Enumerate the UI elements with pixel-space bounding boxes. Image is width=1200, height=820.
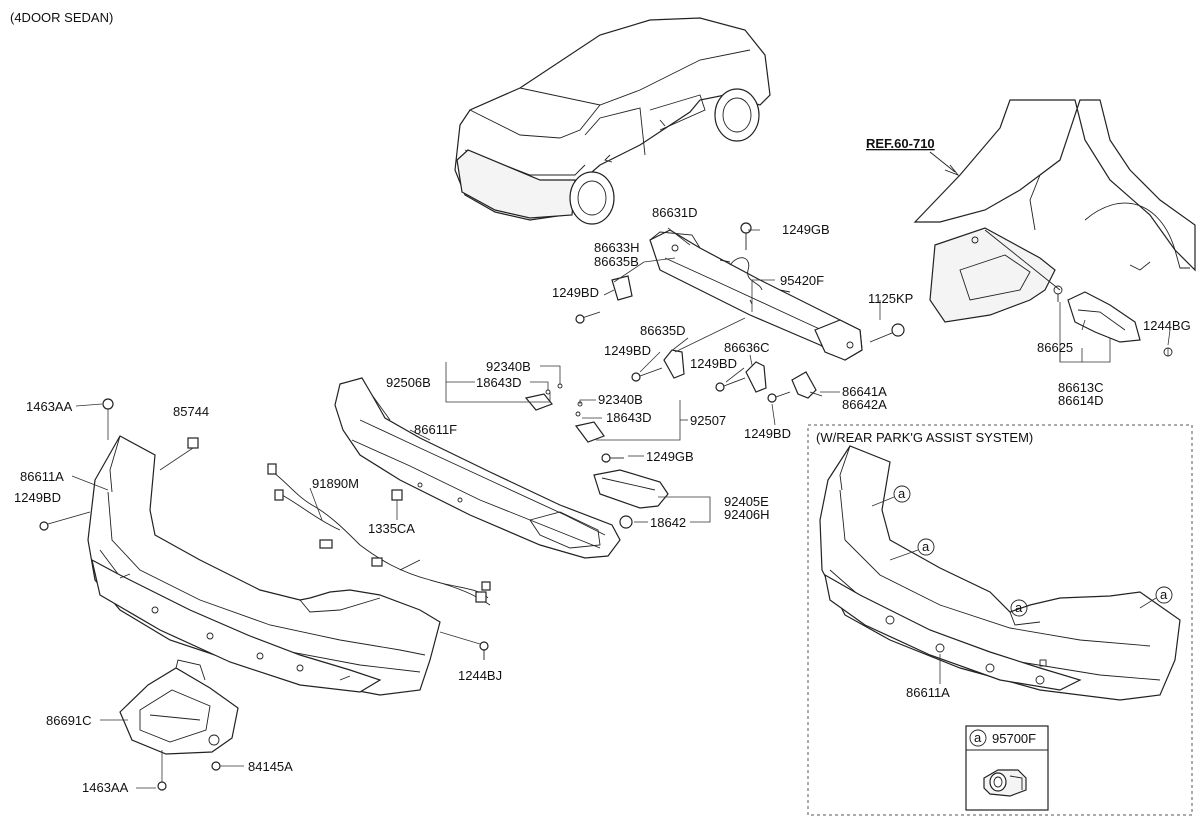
bracket-86625[interactable] xyxy=(1053,285,1141,343)
variant-title: (4DOOR SEDAN) xyxy=(10,10,113,25)
clip-86635D[interactable] xyxy=(663,349,685,379)
quarter-panel-reference: REF.60-710 xyxy=(866,99,1196,323)
bracket-86641A[interactable] xyxy=(791,371,823,399)
sensor-box[interactable]: a 95700F xyxy=(965,725,1049,811)
label-86635D[interactable]: 86635D xyxy=(640,323,686,338)
screw-1249BD-d[interactable] xyxy=(767,391,791,403)
label-92340B-b[interactable]: 92340B xyxy=(598,392,643,407)
marker-a-3: a xyxy=(1010,599,1028,617)
label-1244BG[interactable]: 1244BG xyxy=(1143,318,1191,333)
clip-86636C[interactable] xyxy=(745,361,767,393)
label-1249BD-a[interactable]: 1249BD xyxy=(552,285,599,300)
label-86642A[interactable]: 86642A xyxy=(842,397,887,412)
label-92405E[interactable]: 92405E xyxy=(724,494,769,509)
marker-a-4: a xyxy=(1139,586,1173,609)
label-86633H[interactable]: 86633H xyxy=(594,240,640,255)
wire-95420F[interactable] xyxy=(729,257,763,291)
sensor-part-label[interactable]: 95700F xyxy=(992,731,1036,746)
label-85744[interactable]: 85744 xyxy=(173,404,209,419)
label-86613C[interactable]: 86613C xyxy=(1058,380,1104,395)
back-beam-assembly[interactable] xyxy=(649,229,863,361)
under-cover-86691C[interactable] xyxy=(119,659,239,755)
label-1249GB-mid[interactable]: 1249GB xyxy=(646,449,694,464)
marker-a-1: a xyxy=(871,485,911,507)
inset-title: (W/REAR PARK'G ASSIST SYSTEM) xyxy=(816,430,1033,445)
svg-text:a: a xyxy=(898,486,906,501)
license-lamp-92507[interactable] xyxy=(574,401,605,443)
clip-84145A[interactable] xyxy=(211,761,244,771)
clip-1463AA-bottom[interactable] xyxy=(157,750,167,791)
label-1463AA-bottom[interactable]: 1463AA xyxy=(82,780,129,795)
clip-1463AA-top[interactable] xyxy=(102,398,114,440)
screw-1244BJ[interactable] xyxy=(479,641,489,660)
svg-text:a: a xyxy=(1160,587,1168,602)
label-86636C[interactable]: 86636C xyxy=(724,340,770,355)
label-1249GB-top[interactable]: 1249GB xyxy=(782,222,830,237)
label-86641A[interactable]: 86641A xyxy=(842,384,887,399)
label-18643D-b[interactable]: 18643D xyxy=(606,410,652,425)
label-92406H[interactable]: 92406H xyxy=(724,507,770,522)
label-1249BD-b[interactable]: 1249BD xyxy=(604,343,651,358)
label-1463AA-top[interactable]: 1463AA xyxy=(26,399,73,414)
svg-text:a: a xyxy=(922,539,930,554)
car-illustration xyxy=(454,17,771,225)
label-1249BD-d[interactable]: 1249BD xyxy=(744,426,791,441)
screw-1249GB-mid[interactable] xyxy=(601,453,624,463)
label-18643D-a[interactable]: 18643D xyxy=(476,375,522,390)
screw-1249BD-e[interactable] xyxy=(39,511,91,531)
bracket-86633H[interactable] xyxy=(611,275,633,301)
reference-label[interactable]: REF.60-710 xyxy=(866,136,935,151)
label-86611A[interactable]: 86611A xyxy=(20,469,64,484)
clip-85744[interactable] xyxy=(159,437,199,471)
bolt-1249GB-top[interactable] xyxy=(740,222,752,250)
label-92340B-a[interactable]: 92340B xyxy=(486,359,531,374)
label-86611F[interactable]: 86611F xyxy=(414,422,457,437)
label-1244BJ[interactable]: 1244BJ xyxy=(458,668,502,683)
rear-bumper-cover-86611A[interactable] xyxy=(87,435,441,696)
park-assist-inset: (W/REAR PARK'G ASSIST SYSTEM) a a xyxy=(807,424,1193,816)
bulb-18642[interactable] xyxy=(619,515,633,529)
label-86635B[interactable]: 86635B xyxy=(594,254,639,269)
label-1125KP[interactable]: 1125KP xyxy=(868,291,913,306)
svg-text:a: a xyxy=(1015,600,1023,615)
wiring-harness-91890M[interactable] xyxy=(267,463,491,606)
label-92507[interactable]: 92507 xyxy=(690,413,726,428)
label-1335CA[interactable]: 1335CA xyxy=(368,521,415,536)
label-86625[interactable]: 86625 xyxy=(1037,340,1073,355)
label-86631D[interactable]: 86631D xyxy=(652,205,698,220)
screw-1249BD-c[interactable] xyxy=(715,377,746,392)
label-1249BD-e[interactable]: 1249BD xyxy=(14,490,61,505)
label-86691C[interactable]: 86691C xyxy=(46,713,92,728)
reflector-lamp[interactable] xyxy=(593,469,669,509)
parking-sensor-icon xyxy=(983,769,1027,797)
marker-a-2: a xyxy=(889,538,935,561)
rear-diffuser-86611F[interactable] xyxy=(334,377,621,559)
label-86614D[interactable]: 86614D xyxy=(1058,393,1104,408)
label-95420F[interactable]: 95420F xyxy=(780,273,824,288)
label-91890M[interactable]: 91890M xyxy=(312,476,359,491)
sensor-marker: a xyxy=(974,730,982,745)
screw-1249BD-a[interactable] xyxy=(575,311,601,324)
screw-1249BD-b[interactable] xyxy=(631,367,663,382)
label-18642[interactable]: 18642 xyxy=(650,515,686,530)
label-92506B[interactable]: 92506B xyxy=(386,375,431,390)
label-1249BD-c[interactable]: 1249BD xyxy=(690,356,737,371)
bolt-1125KP[interactable] xyxy=(869,323,905,343)
nut-1335CA[interactable] xyxy=(391,489,403,520)
inset-bumper-label[interactable]: 86611A xyxy=(906,685,950,700)
inset-bumper[interactable] xyxy=(819,445,1181,701)
license-lamp-92506B[interactable] xyxy=(524,383,563,411)
label-84145A[interactable]: 84145A xyxy=(248,759,293,774)
